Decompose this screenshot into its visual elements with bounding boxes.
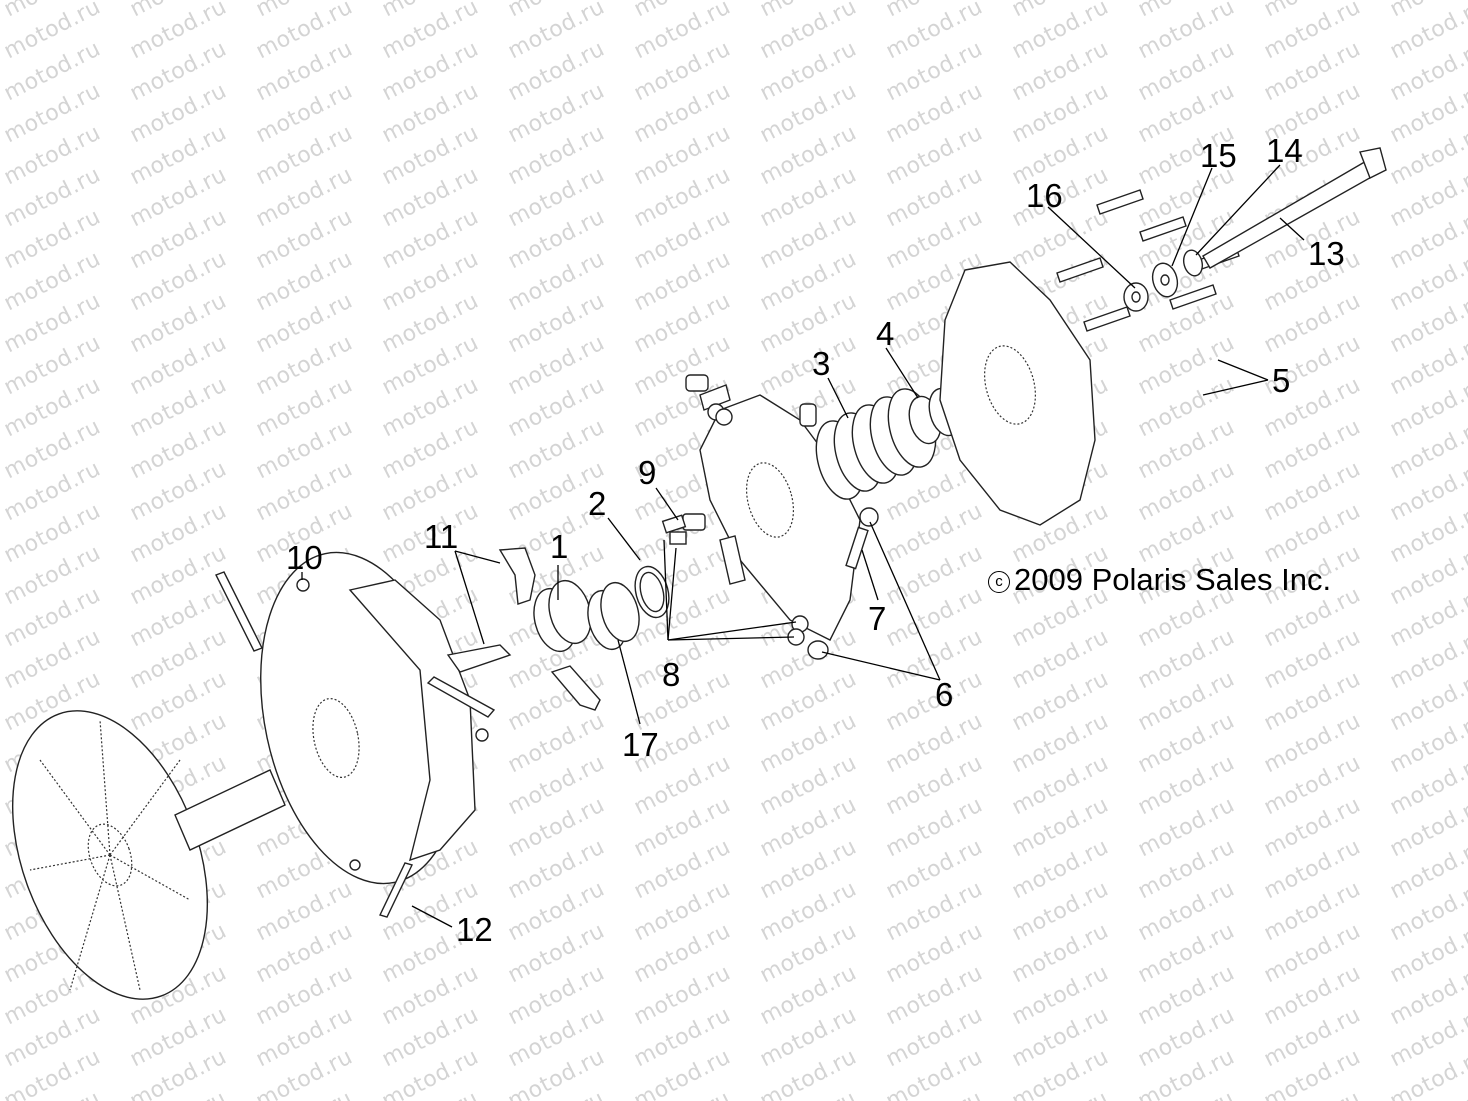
callout-14: 14 (1266, 132, 1303, 169)
pin-rollers (426, 676, 496, 718)
bushing-17 (587, 581, 640, 651)
callout-12: 12 (456, 911, 493, 948)
callout-11: 11 (424, 518, 459, 555)
leader-lines (301, 164, 1305, 928)
copyright-symbol: c (988, 571, 1010, 593)
clutch-cover (939, 261, 1096, 526)
pin-10-left (215, 571, 263, 652)
callout-5: 5 (1272, 362, 1291, 399)
seals-8 (787, 615, 809, 646)
callout-16: 16 (1026, 177, 1063, 214)
callout-3: 3 (812, 345, 831, 382)
lockwasher-14 (1182, 249, 1204, 277)
pin-12 (379, 862, 413, 918)
spacer-16 (1123, 282, 1149, 312)
pin-7 (807, 507, 879, 660)
callout-4: 4 (876, 315, 895, 352)
fan-sheave (11, 710, 209, 1000)
callout-10: 10 (286, 539, 323, 576)
callout-1: 1 (550, 528, 569, 565)
spider (682, 374, 861, 641)
pin-9 (661, 514, 687, 545)
copyright-text: 2009 Polaris Sales Inc. (1014, 562, 1332, 597)
ring-2 (634, 565, 670, 619)
callout-7: 7 (868, 600, 887, 637)
callout-13: 13 (1308, 235, 1345, 272)
callout-9: 9 (638, 454, 657, 491)
washer-15 (1151, 262, 1179, 298)
bolt-13 (1202, 147, 1387, 269)
callout-17: 17 (622, 726, 659, 763)
copyright-notice: c 2009 Polaris Sales Inc. (988, 562, 1331, 598)
weights (446, 547, 601, 711)
callout-2: 2 (588, 485, 607, 522)
moveable-sheave (260, 551, 489, 885)
shaft (174, 769, 286, 851)
bushing-1 (533, 579, 592, 653)
callout-6: 6 (935, 676, 954, 713)
callout-15: 15 (1200, 137, 1237, 174)
callout-8: 8 (662, 656, 681, 693)
